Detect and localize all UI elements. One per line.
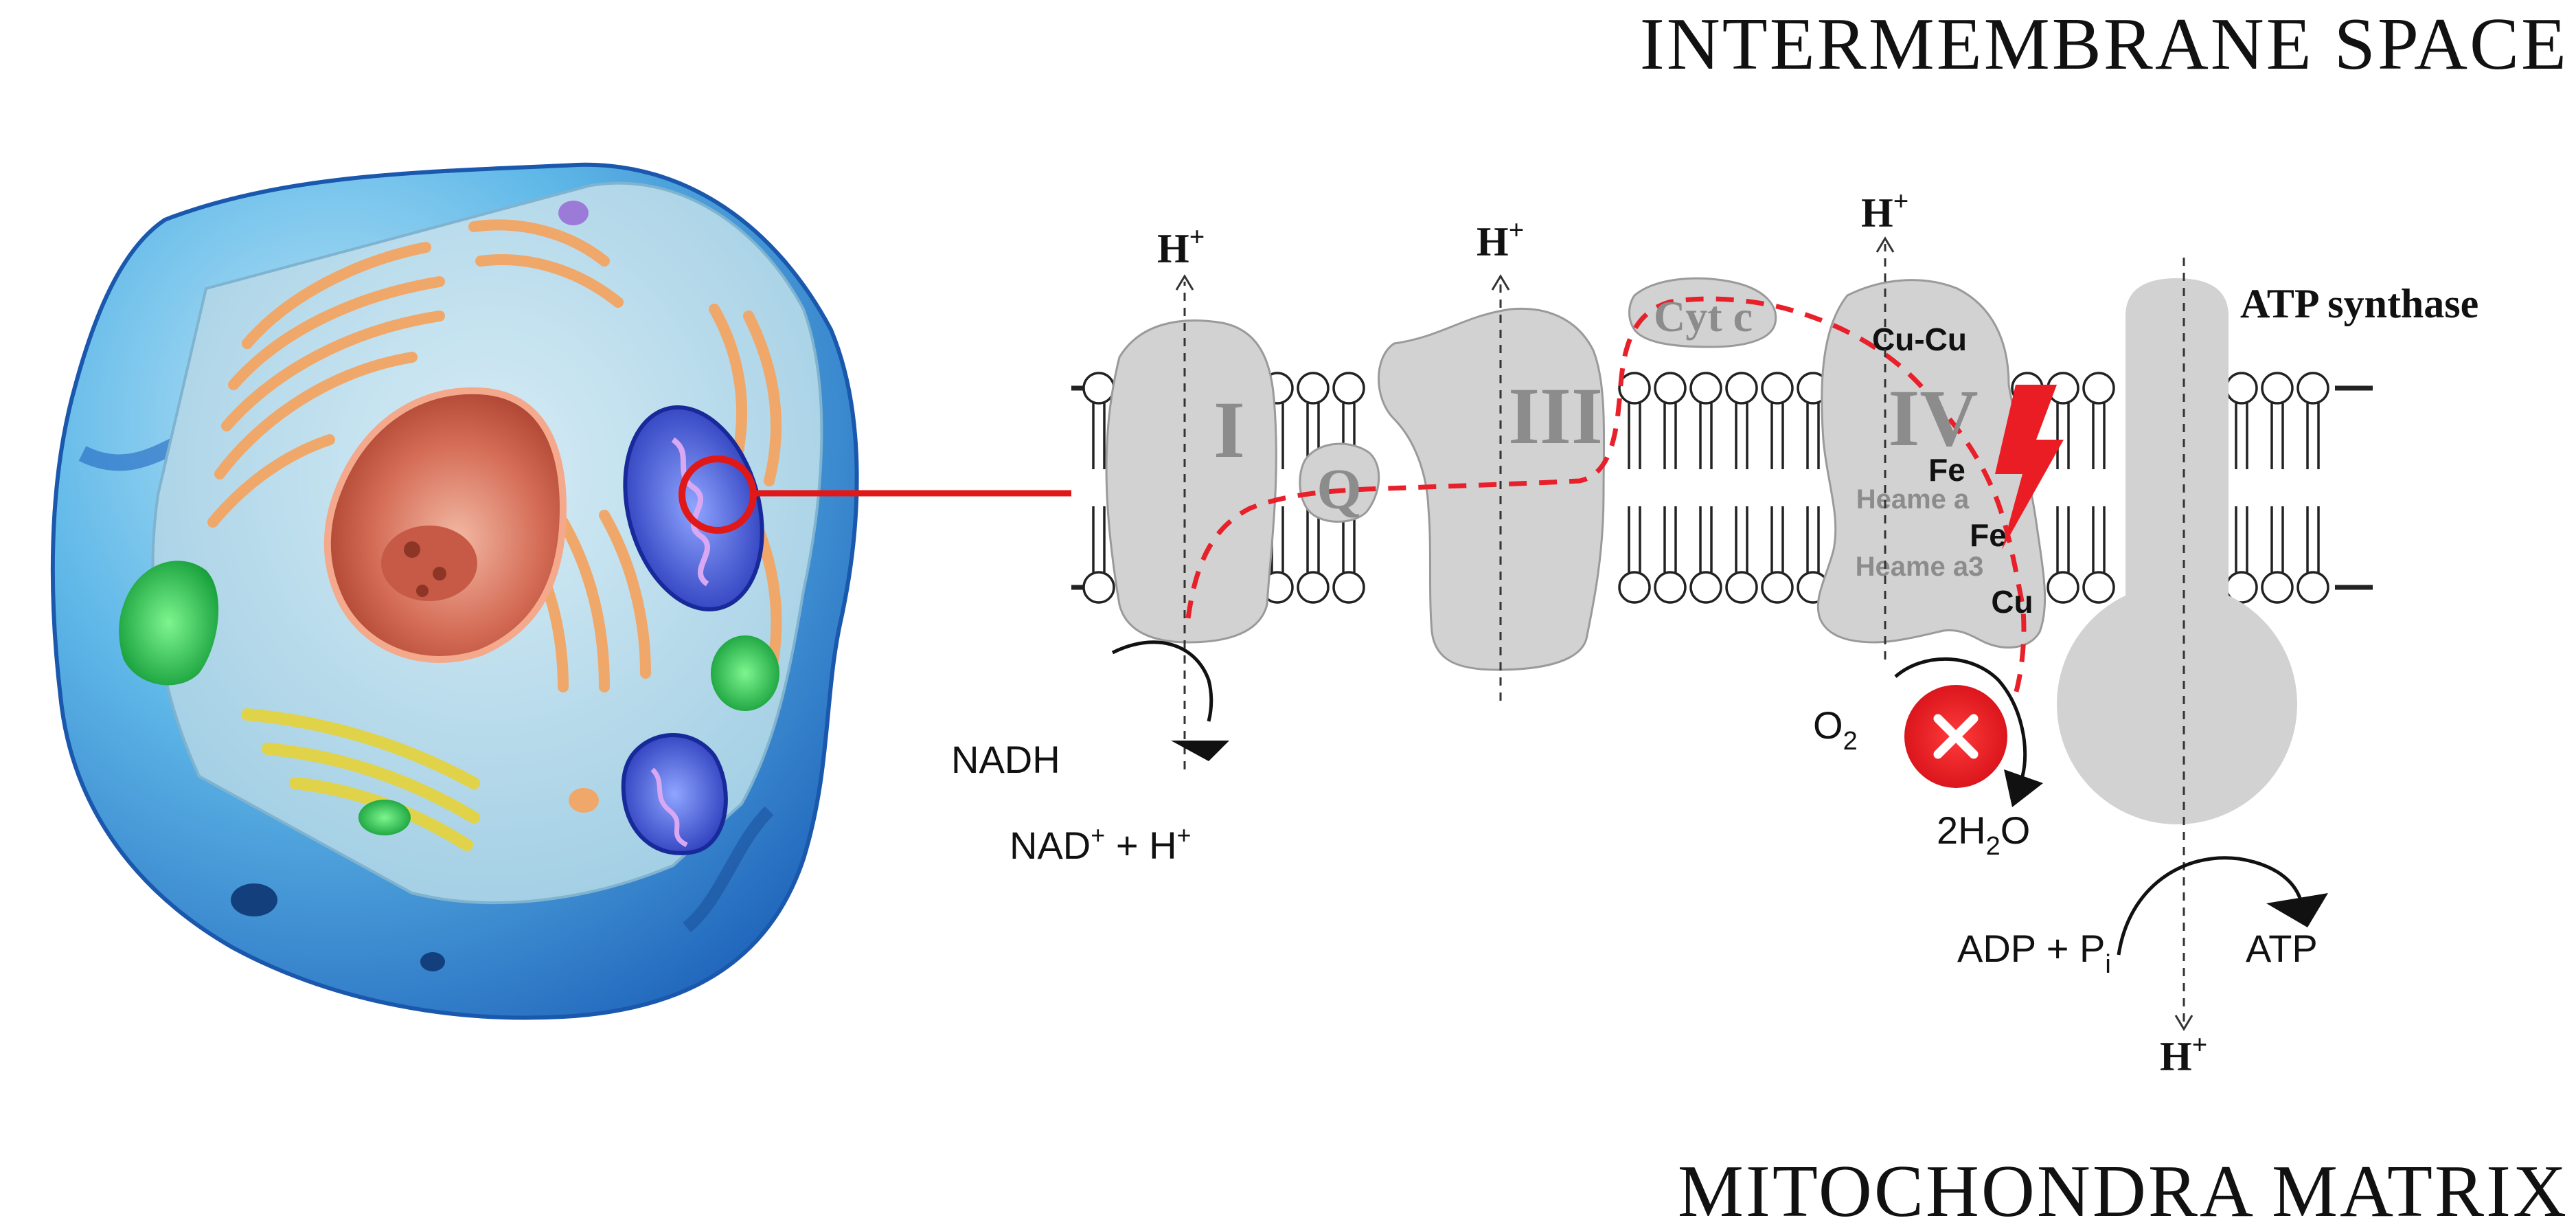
adp-label: ADP + Pi	[1957, 927, 2111, 979]
lipid-head	[1618, 571, 1651, 604]
nadh-label: NADH	[951, 738, 1060, 781]
lipid-head	[1654, 372, 1687, 405]
nuclear-pore	[433, 567, 446, 580]
lipid-head	[1297, 571, 1330, 604]
small-vesicle	[558, 201, 589, 225]
atp-synthase-head	[2057, 584, 2297, 824]
cu-label: Cu	[1991, 584, 2033, 620]
nadh-arrowhead	[1171, 741, 1229, 761]
proton-label-complex-three: H+	[1477, 214, 1524, 264]
lipid-head	[2296, 372, 2329, 405]
fe-lower-label: Fe	[1970, 517, 2007, 553]
heme-a-label: Heame a	[1856, 484, 1970, 515]
oxygen-label: O2	[1813, 703, 1858, 756]
nucleolus	[381, 526, 477, 601]
cell-pore	[420, 952, 445, 971]
complex-three-label: III	[1508, 371, 1603, 461]
lipid-head	[2082, 372, 2115, 405]
cell-membrane-groove	[683, 806, 774, 933]
lipid-head	[2225, 372, 2258, 405]
atp-arrowhead	[2266, 893, 2328, 927]
oxygen-arrowhead	[2004, 769, 2043, 807]
nuclear-pore	[416, 585, 429, 597]
lipid-head	[2047, 571, 2079, 604]
lipid-head	[1689, 372, 1722, 405]
complex-one-label: I	[1213, 385, 1245, 475]
lipid-head	[2261, 571, 2294, 604]
atp-reaction-arrow	[2117, 856, 2303, 956]
lipid-head	[2082, 571, 2115, 604]
lipid-head	[1332, 372, 1365, 405]
lipid-heads	[1082, 372, 2329, 604]
proton-arrowheads	[1175, 236, 2193, 1031]
lipid-head	[1082, 372, 1115, 405]
cell-cutaway-illustration	[50, 162, 1071, 1020]
chloroplast	[119, 561, 219, 686]
proton-label-atp-synthase: H+	[2160, 1029, 2207, 1079]
lipid-head	[1332, 571, 1365, 604]
cu-cu-label: Cu-Cu	[1872, 322, 1967, 357]
nadh-reaction-arrow	[1111, 640, 1213, 722]
mitochondrion-lower	[621, 733, 728, 855]
nuclear-pore	[404, 541, 420, 558]
lipid-head	[2261, 372, 2294, 405]
lipid-head	[1689, 571, 1722, 604]
lipid-head	[1761, 372, 1794, 405]
cytochrome-c-shape	[1628, 277, 1777, 348]
lightning-bolt-icon	[1995, 385, 2064, 550]
quinone-shape	[1299, 442, 1380, 523]
cytochrome-c-label: Cyt c	[1654, 292, 1753, 341]
atp-label: ATP	[2246, 927, 2318, 970]
quinone-label: Q	[1317, 458, 1361, 521]
lipid-head	[1082, 571, 1115, 604]
lipid-head	[1654, 571, 1687, 604]
lipid-head	[1725, 372, 1758, 405]
lipid-head	[1761, 571, 1794, 604]
heme-a3-label: Heame a3	[1856, 552, 1984, 582]
complex-one-shape	[1105, 319, 1277, 644]
proton-label-complex-one: H+	[1157, 221, 1205, 271]
complex-four-label: IV	[1888, 373, 1978, 463]
lipid-head	[1618, 372, 1651, 405]
water-label: 2H2O	[1937, 809, 2030, 861]
complex-four-shape	[1816, 279, 2047, 649]
atp-synthase-label: ATP synthase	[2240, 281, 2478, 326]
nucleus	[323, 387, 567, 663]
small-vesicle	[569, 788, 599, 813]
lipid-head	[2296, 571, 2329, 604]
lipid-head	[1297, 372, 1330, 405]
inhibition-x-icon	[1904, 685, 2007, 788]
green-vesicle	[711, 635, 779, 711]
electron-transport-path	[1185, 296, 2027, 695]
nad-product-label: NAD+ + H+	[1010, 821, 1192, 867]
fe-upper-label: Fe	[1928, 452, 1965, 488]
proton-pump-lines	[1183, 244, 2185, 1024]
oxygen-reaction-arrow	[1894, 657, 2027, 777]
intermembrane-space-label: INTERMEMBRANE SPACE	[1640, 3, 2568, 85]
mitochondrial-matrix-label: MITOCHONDRA MATRIX	[1678, 1151, 2568, 1229]
lipid-bilayer	[1071, 372, 2373, 604]
cell-pore	[231, 883, 277, 916]
green-vesicle	[358, 800, 411, 835]
lipid-head	[1725, 571, 1758, 604]
endoplasmic-reticulum	[207, 219, 782, 692]
atp-synthase-stalk	[2125, 278, 2229, 615]
proton-label-complex-four: H+	[1861, 185, 1908, 236]
complex-three-shape	[1378, 307, 1606, 671]
